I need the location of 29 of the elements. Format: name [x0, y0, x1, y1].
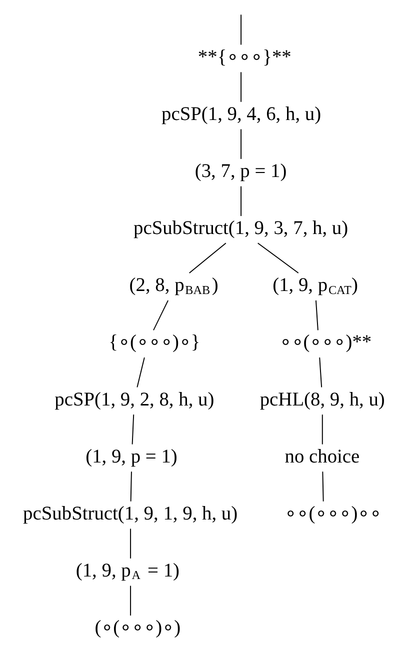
- connector: [130, 585, 131, 616]
- node-text: **{∘∘∘}**: [197, 46, 291, 68]
- connector: [322, 471, 324, 502]
- connector: [321, 414, 322, 445]
- connector: [240, 14, 242, 46]
- node-text: pcSP(1, 9, 4, 6, h, u): [161, 104, 321, 125]
- connector: [240, 72, 242, 102]
- node-text: pcHL(8, 9, h, u): [259, 389, 384, 410]
- node-text: (∘(∘∘∘)∘): [94, 618, 180, 639]
- node-text: pcSP(1, 9, 2, 8, h, u): [54, 389, 214, 410]
- connector: [318, 357, 322, 388]
- connector: [188, 242, 226, 274]
- connector: [314, 300, 318, 331]
- connector: [130, 528, 131, 559]
- node-text: pcSubStruct(1, 9, 3, 7, h, u): [133, 218, 348, 240]
- connector: [256, 242, 298, 274]
- node-text: (1, 9, p = 1): [85, 446, 177, 468]
- node-text: ∘∘(∘∘∘)**: [278, 332, 372, 354]
- connector: [240, 186, 242, 217]
- node-text: (3, 7, p = 1): [194, 161, 286, 182]
- node-text: {∘(∘∘∘)∘}: [108, 332, 200, 354]
- connector: [240, 128, 242, 160]
- connector: [136, 357, 144, 388]
- node-text: no choice: [284, 446, 360, 468]
- node-text: ∘∘(∘∘∘)∘∘: [284, 503, 382, 524]
- node-text: pcSubStruct(1, 9, 1, 9, h, u): [22, 503, 238, 524]
- connector: [131, 414, 134, 445]
- connector: [152, 300, 168, 331]
- connector: [130, 471, 132, 502]
